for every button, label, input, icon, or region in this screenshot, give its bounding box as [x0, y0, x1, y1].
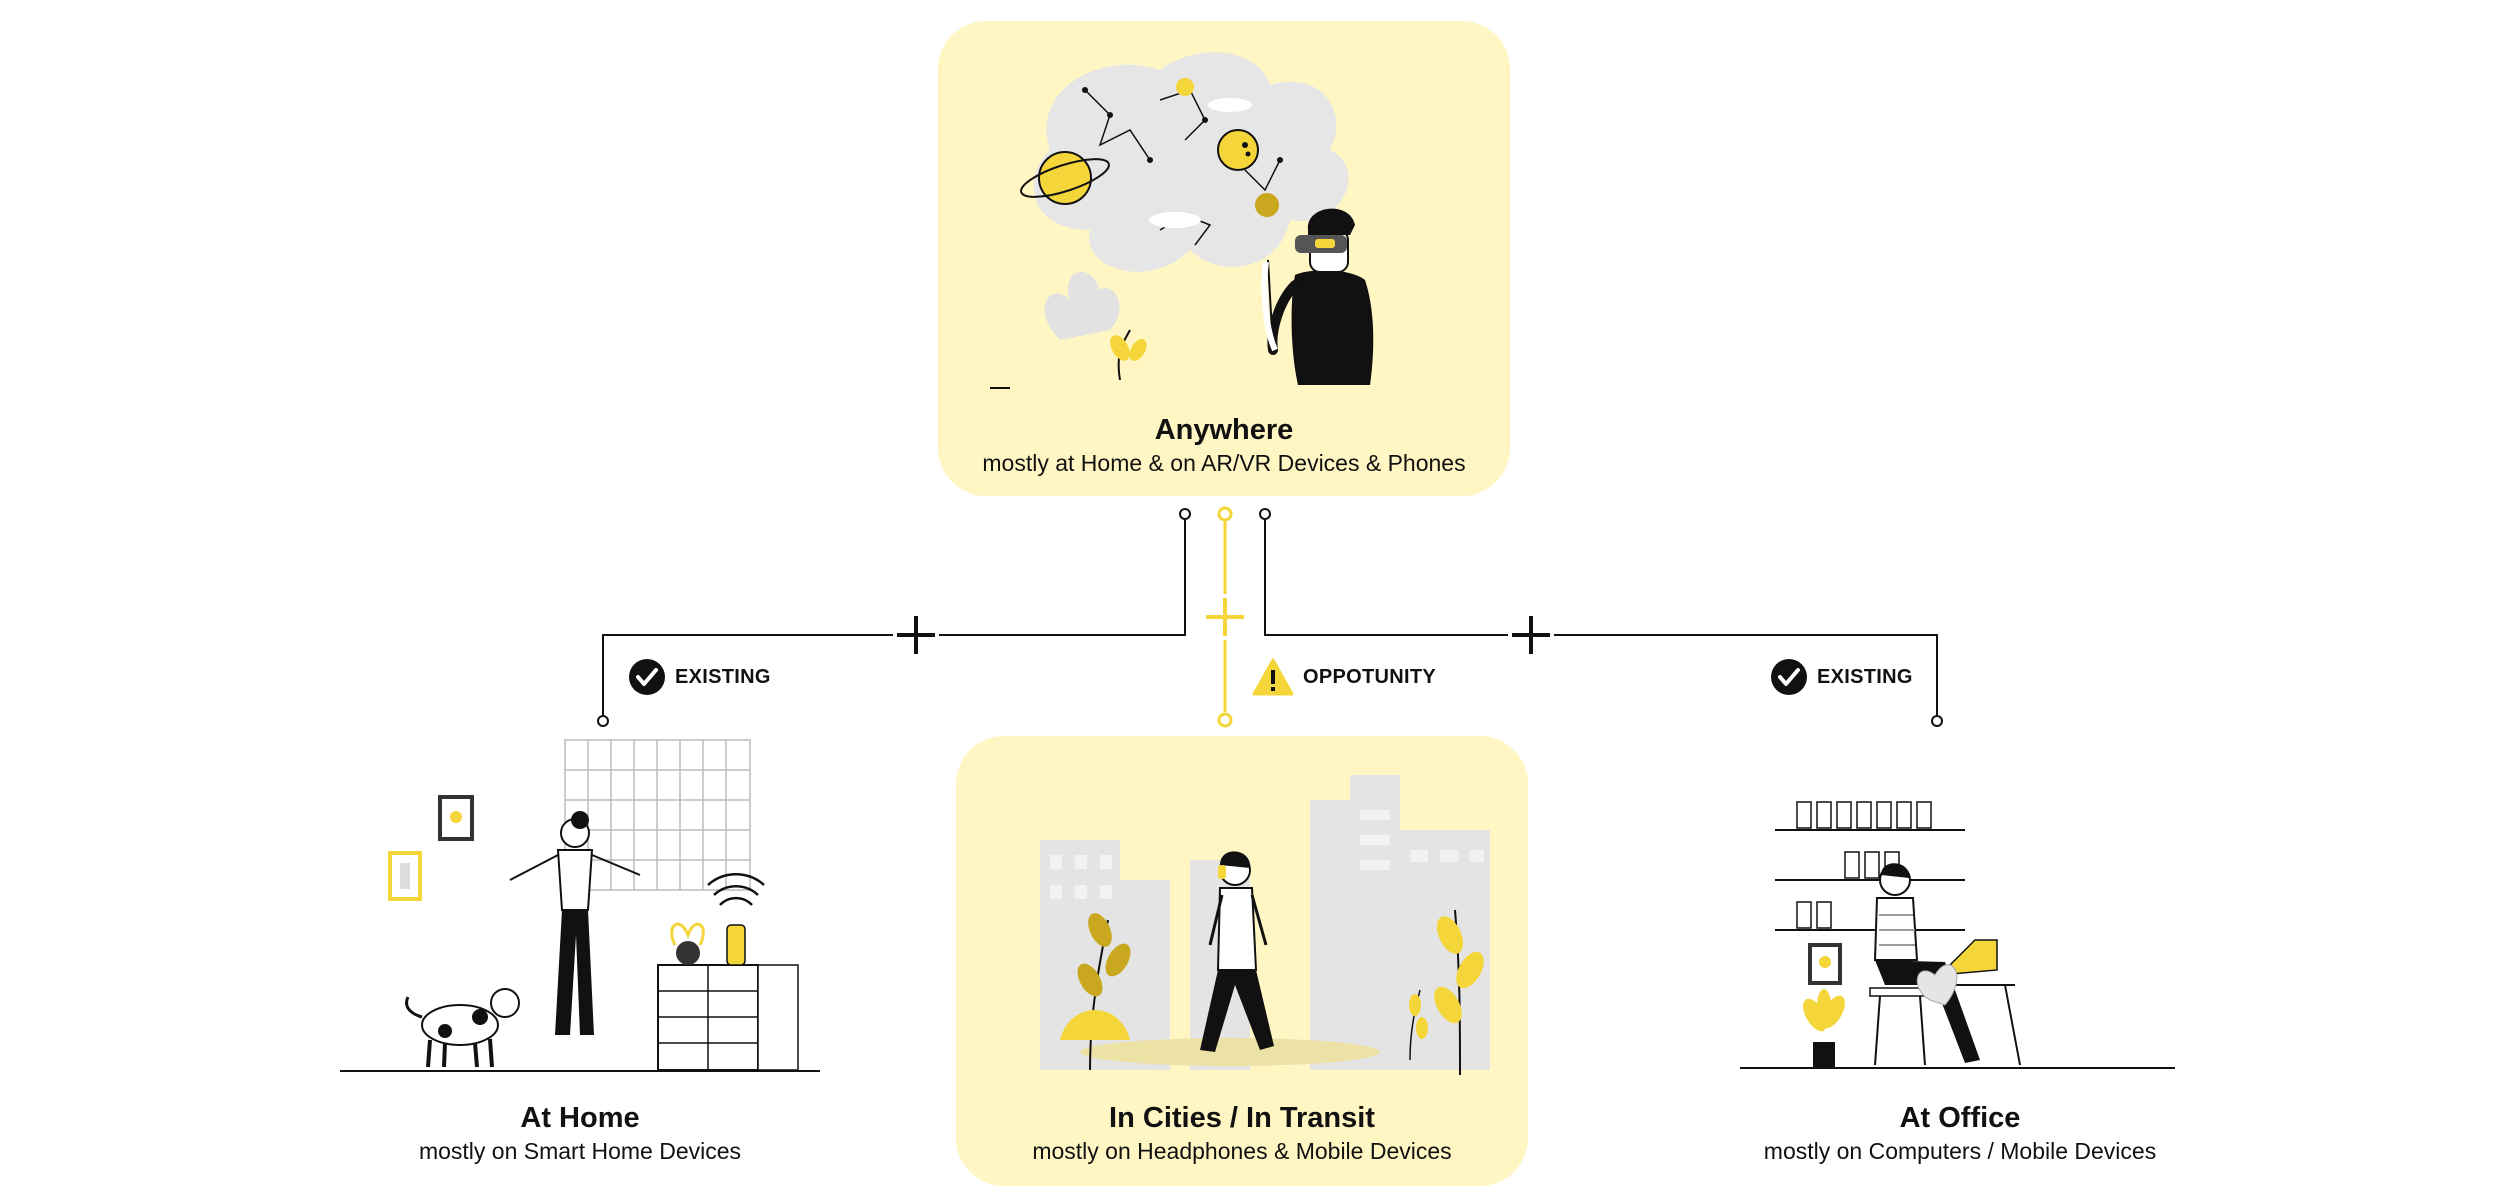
office-status-badge: EXISTING: [1770, 658, 1913, 696]
cities-status-label: OPPOTUNITY: [1303, 665, 1437, 688]
home-status-label: EXISTING: [675, 665, 771, 688]
plus-icon: [1508, 616, 1554, 654]
anywhere-title: Anywhere: [1154, 414, 1294, 446]
home-title: At Home: [520, 1102, 640, 1134]
check-circle-icon: [1771, 659, 1807, 695]
home-illustration: [340, 739, 820, 1072]
city-walk-illustration: [1040, 775, 1490, 1076]
office-title: At Office: [1899, 1102, 2021, 1134]
office-subtitle: mostly on Computers / Mobile Devices: [1763, 1138, 2157, 1164]
warning-triangle-icon: [1252, 658, 1294, 696]
cities-subtitle: mostly on Headphones & Mobile Devices: [1032, 1138, 1452, 1164]
office-status-label: EXISTING: [1817, 665, 1913, 688]
home-status-badge: EXISTING: [628, 658, 771, 696]
office-illustration: [1740, 801, 2175, 1069]
plus-icon: [1206, 594, 1244, 640]
cities-status-badge: OPPOTUNITY: [1252, 658, 1436, 696]
home-subtitle: mostly on Smart Home Devices: [418, 1138, 742, 1164]
plus-icon: [893, 616, 939, 654]
cities-title: In Cities / In Transit: [1109, 1102, 1375, 1134]
vr-space-illustration: [990, 52, 1374, 389]
check-circle-icon: [629, 659, 665, 695]
anywhere-subtitle: mostly at Home & on AR/VR Devices & Phon…: [982, 450, 1466, 476]
